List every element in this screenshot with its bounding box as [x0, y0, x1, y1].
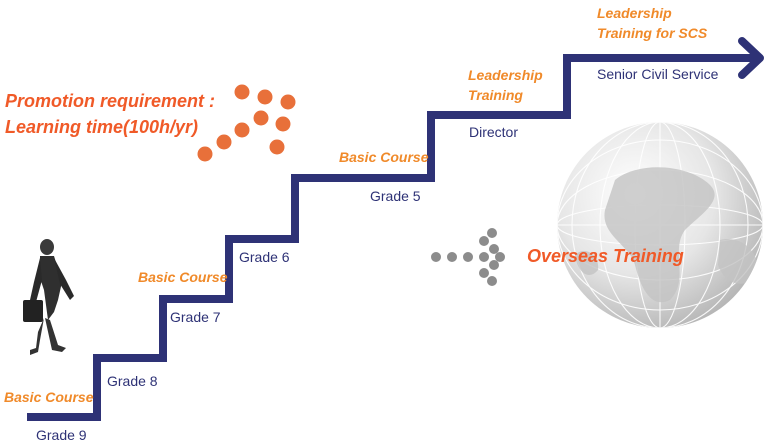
director-label: Director [469, 124, 519, 140]
orange-dot [234, 84, 250, 100]
dotted-arrow-icon [431, 228, 505, 286]
gray-dot [447, 252, 457, 262]
gray-dot [479, 252, 489, 262]
gray-dot [489, 260, 499, 270]
gray-dot [489, 244, 499, 254]
grade9-label: Grade 9 [36, 427, 87, 443]
gray-dot [463, 252, 473, 262]
orange-dot [275, 116, 291, 132]
scs-course-label: Leadership Training for SCS [597, 4, 707, 43]
grade9-course-label: Basic Course [4, 389, 94, 405]
orange-dots-cluster [197, 84, 296, 162]
director-course-line-1: Leadership [468, 67, 543, 83]
right-arrow-icon [738, 37, 764, 79]
director-course-line-2: Training [468, 86, 523, 103]
grade5-label: Grade 5 [370, 188, 421, 204]
staircase-line [27, 54, 760, 421]
overseas-training-label: Overseas Training [527, 246, 684, 266]
grade7-label: Grade 7 [170, 309, 221, 325]
globe-icon [557, 122, 763, 328]
scs-course-line-1: Leadership [597, 5, 672, 21]
orange-dot [257, 89, 273, 105]
orange-dot [253, 110, 269, 126]
grade8-label: Grade 8 [107, 373, 158, 389]
orange-dot [197, 146, 213, 162]
grade7-course-label: Basic Course [138, 269, 228, 285]
orange-dot [234, 122, 250, 138]
gray-dot [479, 236, 489, 246]
promotion-requirement-text: Promotion requirement : Learning time(10… [5, 88, 215, 140]
orange-dot [216, 134, 232, 150]
gray-dot [487, 276, 497, 286]
promotion-line-1: Promotion requirement : [5, 91, 216, 111]
grade6-label: Grade 6 [239, 249, 290, 265]
businessman-with-briefcase-icon [23, 239, 74, 355]
promotion-line-2: Learning time(100h/yr) [5, 117, 199, 138]
gray-dot [495, 252, 505, 262]
orange-dot [269, 139, 285, 155]
director-course-label: Leadership Training [468, 66, 543, 105]
gray-dot [487, 228, 497, 238]
gray-dot [431, 252, 441, 262]
senior-civil-service-label: Senior Civil Service [597, 66, 719, 82]
scs-course-line-2: Training for SCS [597, 24, 708, 41]
orange-dot [280, 94, 296, 110]
gray-dot [479, 268, 489, 278]
grade5-course-label: Basic Course [339, 149, 429, 165]
